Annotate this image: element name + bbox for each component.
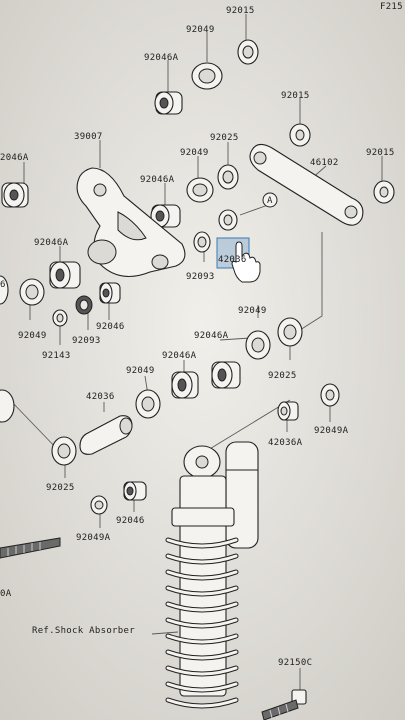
- part-number-label: 92046: [116, 516, 145, 526]
- reference-a-circle: [262, 192, 278, 208]
- bearing-92046a-lower: [49, 261, 81, 289]
- bearing-92046a-top: [154, 91, 183, 115]
- washer-92025-top: [217, 164, 239, 190]
- part-number-label: 92049A: [314, 426, 349, 436]
- hand-cursor-icon: [231, 241, 261, 283]
- part-number-label: 92025: [46, 483, 75, 493]
- collar-42036a: [277, 401, 299, 421]
- part-labels: F215 92015 92049 92046A 92015 39007 9202…: [0, 2, 403, 668]
- part-number-label: 92015: [366, 148, 395, 158]
- part-number-label: 6: [0, 280, 6, 290]
- bolt-left-edge: [0, 537, 61, 559]
- collar-a: [218, 209, 238, 231]
- diagram-ref-label: F215: [380, 2, 403, 12]
- washer-92143: [52, 309, 68, 327]
- collar-92046-bottom: [123, 481, 147, 501]
- part-number-label: 92025: [210, 133, 239, 143]
- bearing-92046a-rmid: [211, 361, 241, 389]
- washer-92049-right: [245, 330, 271, 360]
- part-number-label: 92046: [96, 322, 125, 332]
- leader-lines: [9, 14, 383, 690]
- part-number-label: 92093: [72, 336, 101, 346]
- part-number-label: 46102: [310, 158, 339, 168]
- part-number-label: 92049: [238, 306, 267, 316]
- shock-absorber: [165, 441, 259, 709]
- part-number-label: 2046A: [0, 153, 29, 163]
- part-number-label: 92025: [268, 371, 297, 381]
- edge-part-lower: [0, 389, 15, 423]
- part-number-label: 92049: [180, 148, 209, 158]
- part-number-label: 92015: [281, 91, 310, 101]
- washer-92049-center: [135, 389, 161, 419]
- reference-shock-label: Ref.Shock Absorber: [32, 626, 135, 636]
- reference-a-label: A: [267, 196, 273, 206]
- part-number-label: 92093: [186, 272, 215, 282]
- part-number-label: 92049: [186, 25, 215, 35]
- edge-part-upper: [0, 275, 9, 305]
- washer-92049-mid: [186, 177, 214, 203]
- washer-92049-left: [19, 278, 45, 306]
- part-number-label: 42036A: [268, 438, 303, 448]
- part-number-label: 92046A: [34, 238, 69, 248]
- nut-92015-mid: [289, 123, 311, 147]
- bolt-92150c: [261, 689, 307, 720]
- part-number-label: 92049A: [76, 533, 111, 543]
- seal-92093-left: [75, 295, 93, 315]
- nut-92015-top: [237, 39, 259, 65]
- tie-rod-46102: [249, 143, 364, 226]
- part-number-label: 42036: [86, 392, 115, 402]
- part-number-label: 92046A: [194, 331, 229, 341]
- rocker-arm-39007: [76, 167, 186, 278]
- washer-92049-top: [191, 62, 223, 90]
- sleeve-42036-center: [79, 415, 133, 455]
- part-number-label: 39007: [74, 132, 103, 142]
- part-number-label: 92143: [42, 351, 71, 361]
- part-number-label: 92049: [18, 331, 47, 341]
- part-number-label: 92015: [226, 6, 255, 16]
- part-number-label: 92150C: [278, 658, 312, 668]
- part-number-label: 92046A: [162, 351, 197, 361]
- highlighted-part-label: 42036: [218, 255, 247, 265]
- part-number-label: 92046A: [140, 175, 175, 185]
- part-number-label: 92049: [126, 366, 155, 376]
- washer-92025-left: [51, 436, 77, 466]
- collar-92046-left: [99, 282, 121, 304]
- washer-92025-right: [277, 317, 303, 347]
- washer-92049a-bottom: [90, 495, 108, 515]
- bearing-92046a-left: [1, 182, 29, 208]
- washer-92049a-right: [320, 383, 340, 407]
- bearing-92046a-center: [171, 371, 199, 399]
- part-number-label: 0A: [0, 589, 12, 599]
- washer-92093-mid: [193, 231, 211, 253]
- part-number-label: 92046A: [144, 53, 179, 63]
- nut-92015-right: [373, 180, 395, 204]
